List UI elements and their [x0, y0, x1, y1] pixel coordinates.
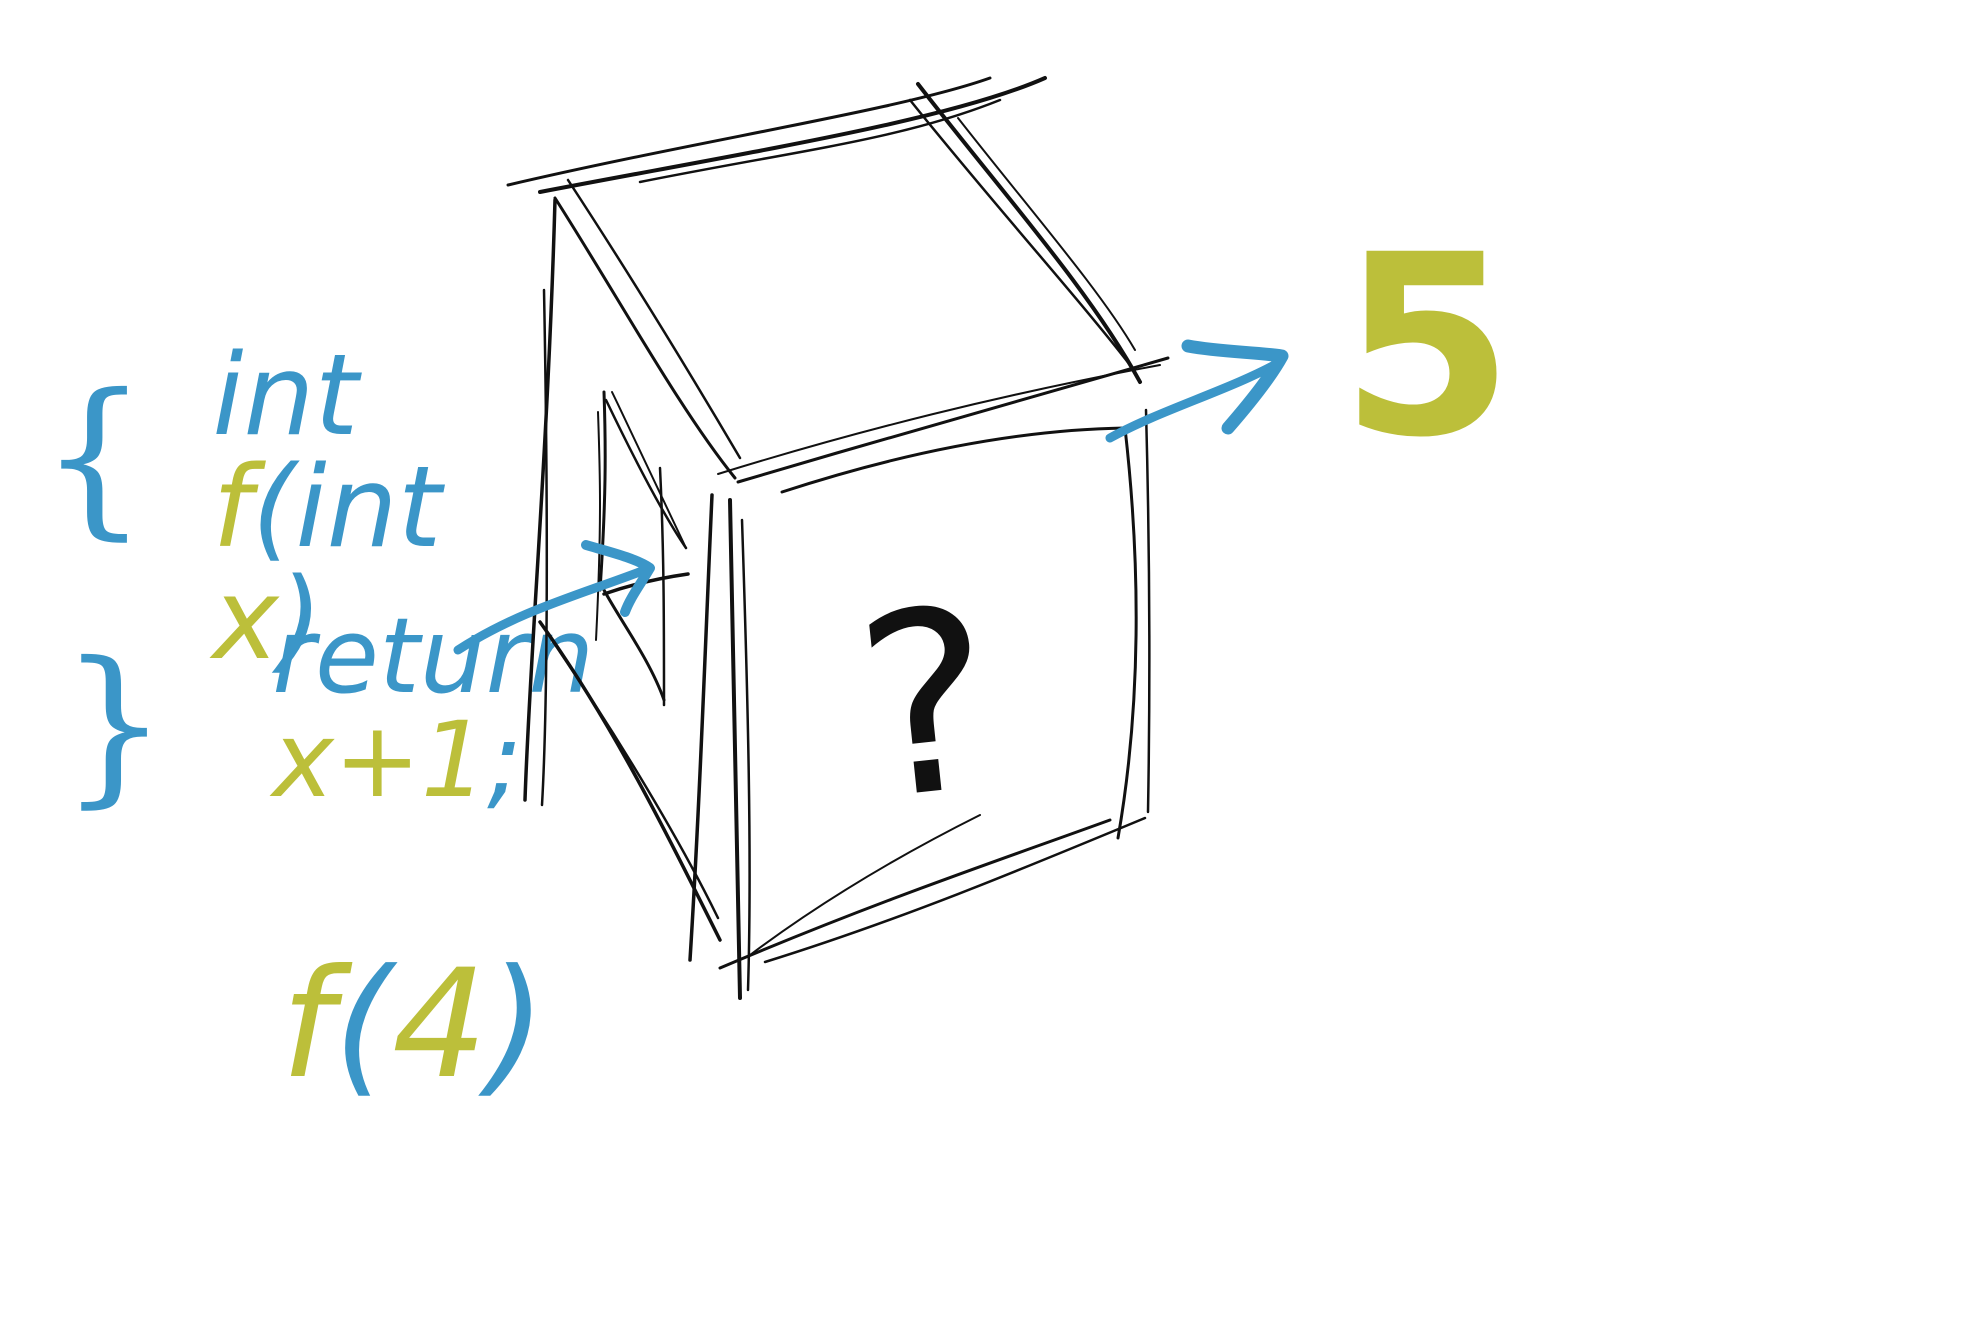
output-arrow-head	[1181, 339, 1289, 435]
cube-top-right-edge-2	[908, 98, 1132, 367]
open-paren: (	[251, 443, 296, 573]
function-call: f(4)	[90, 800, 546, 1250]
cube-top-right-edge	[916, 82, 1142, 384]
cube-front-left-edge-2	[728, 498, 742, 1000]
cube-bottom-front-edge	[718, 818, 1112, 970]
function-name: f	[212, 443, 252, 573]
cube-front-left-edge	[688, 493, 714, 962]
cube-top-left-edge	[553, 196, 737, 480]
cube-front-left-edge-3	[740, 518, 751, 992]
cube-bottom-front-edge-2	[763, 816, 1147, 964]
cube-left-back-edge	[523, 198, 557, 802]
output-value: 5	[1340, 201, 1514, 492]
param-type: int	[295, 443, 442, 573]
cube-left-back-edge-2	[540, 288, 549, 807]
cube-bottom-front-edge-3	[749, 814, 981, 956]
open-brace: {	[40, 358, 149, 556]
input-arrow-head	[581, 540, 655, 617]
function-signature: int f(int x)	[70, 228, 442, 788]
call-close-paren: )	[487, 938, 547, 1112]
call-name: f	[280, 938, 334, 1112]
call-open-paren: (	[333, 938, 393, 1112]
cube-top-back-edge	[506, 76, 992, 187]
close-brace: }	[60, 626, 169, 824]
input-window-right	[658, 466, 666, 707]
param-name: x	[212, 555, 279, 685]
input-window-top-2	[611, 391, 687, 549]
call-argument: 4	[392, 938, 488, 1112]
cube-right-edge	[1116, 426, 1138, 840]
input-window-bottom	[602, 588, 666, 702]
input-window-top	[604, 398, 688, 550]
return-expression: x+1	[272, 699, 488, 821]
cube-front-top-edge	[780, 426, 1127, 494]
cube-top-left-edge-2	[566, 178, 742, 460]
input-window-left	[598, 390, 607, 592]
cube-bottom-left-edge-2	[550, 638, 720, 920]
input-arrow-shaft	[453, 563, 655, 655]
cube-right-edge-2	[1144, 408, 1151, 814]
close-paren: )	[278, 555, 323, 685]
semicolon: ;	[487, 699, 523, 821]
input-window-left-2	[595, 411, 601, 641]
unknown-function-symbol: ?	[845, 552, 1008, 857]
cube-top-back-edge-2	[538, 76, 1047, 194]
cube-top-front-edge-2	[717, 364, 1161, 475]
output-arrow-shaft	[1105, 357, 1285, 443]
cube-top-right-edge-3	[957, 117, 1136, 351]
cube-top-back-edge-3	[638, 98, 1002, 184]
return-type: int	[212, 331, 359, 461]
